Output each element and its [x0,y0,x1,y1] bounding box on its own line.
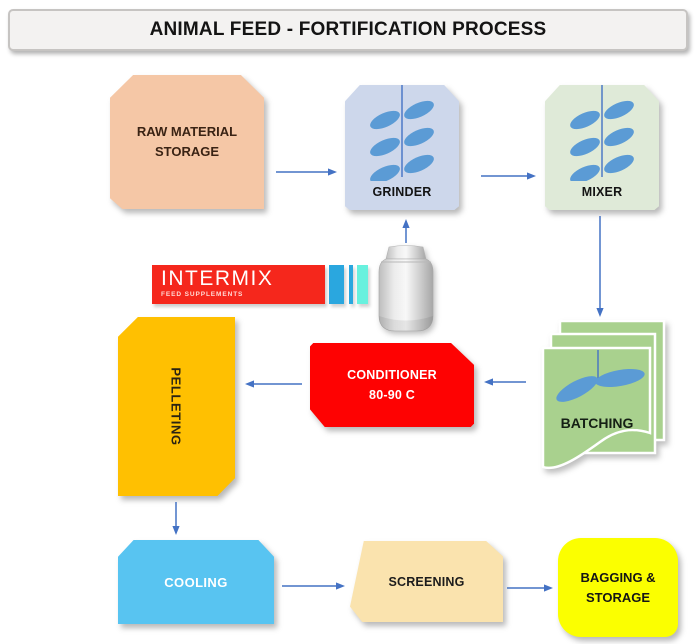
banner-stripe-blue-thin [349,265,353,304]
node-grinder: GRINDER [345,85,459,210]
raw-material-storage-label: RAW MATERIAL STORAGE [136,123,238,159]
diagram-title: ANIMAL FEED - FORTIFICATION PROCESS [149,19,547,40]
diagram-title-bar: ANIMAL FEED - FORTIFICATION PROCESS [8,9,688,51]
conditioner-shape: CONDITIONER 80-90 C [310,343,474,427]
intermix-tagline: FEED SUPPLEMENTS [161,291,244,299]
intermix-brand: INTERMIX [161,267,274,290]
raw-material-storage-shape: RAW MATERIAL STORAGE [110,75,264,209]
screening-shape: SCREENING [350,541,503,622]
node-screening: SCREENING [350,541,503,622]
conditioner-temperature: 80-90 C [369,388,415,402]
node-bagging-storage: BAGGING & STORAGE [558,538,678,637]
intermix-banner: INTERMIX FEED SUPPLEMENTS [152,265,325,304]
foil-pouch-icon [378,245,434,332]
agitator-blades-icon [370,85,434,181]
node-mixer: MIXER [545,85,659,210]
banner-stripe-cyan [357,265,368,304]
screening-label: SCREENING [388,574,465,589]
batching-label: BATCHING [561,415,634,431]
agitator-blades-icon [570,85,634,181]
conditioner-name: CONDITIONER [347,368,437,382]
node-conditioner: CONDITIONER 80-90 C [310,343,474,427]
pelleting-shape: PELLETING [118,317,235,496]
mixer-shape: MIXER [545,85,659,210]
mixer-label: MIXER [581,185,623,199]
grinder-label: GRINDER [372,185,432,199]
bagging-storage-shape: BAGGING & STORAGE [558,538,678,637]
cooling-shape: COOLING [118,540,274,624]
bagging-storage-label: BAGGING & STORAGE [580,570,656,605]
banner-stripe-blue-wide [329,265,344,304]
pelleting-label: PELLETING [168,367,184,446]
node-pelleting: PELLETING [118,317,235,496]
grinder-shape: GRINDER [345,85,459,210]
node-batching: BATCHING [541,320,666,470]
agitator-blades-icon [556,350,645,402]
cooling-label: COOLING [164,574,228,590]
conditioner-label: CONDITIONER 80-90 C [347,365,437,405]
node-raw-material-storage: RAW MATERIAL STORAGE [110,75,264,209]
node-cooling: COOLING [118,540,274,624]
